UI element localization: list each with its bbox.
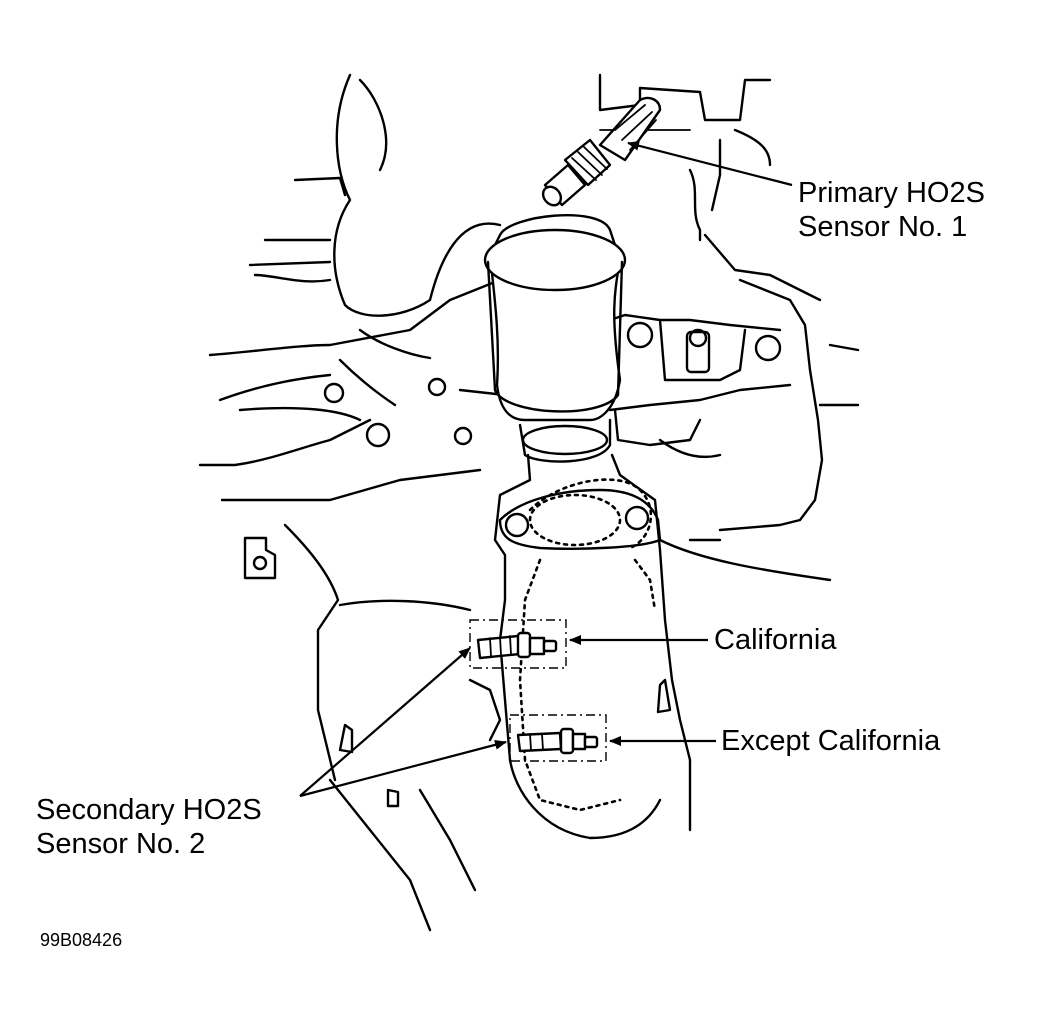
arrow-secondary-lower bbox=[299, 739, 507, 798]
secondary-sensor-except-california bbox=[509, 714, 607, 762]
arrow-secondary-upper bbox=[299, 647, 471, 797]
arrow-primary bbox=[627, 140, 793, 187]
primary-sensor-label-line2: Sensor No. 1 bbox=[798, 211, 968, 243]
secondary-sensor-label-line2: Sensor No. 2 bbox=[36, 828, 206, 860]
secondary-sensor-california bbox=[469, 619, 567, 669]
primary-sensor-label-line1: Primary HO2S bbox=[798, 177, 985, 209]
except-california-label: Except California bbox=[721, 725, 941, 757]
leader-arrows bbox=[299, 140, 793, 798]
exhaust-pipe bbox=[483, 213, 692, 840]
figure-code: 99B08426 bbox=[40, 930, 123, 950]
california-label: California bbox=[714, 624, 837, 656]
primary-sensor-1 bbox=[541, 96, 662, 207]
secondary-sensor-label-line1: Secondary HO2S bbox=[36, 794, 262, 826]
